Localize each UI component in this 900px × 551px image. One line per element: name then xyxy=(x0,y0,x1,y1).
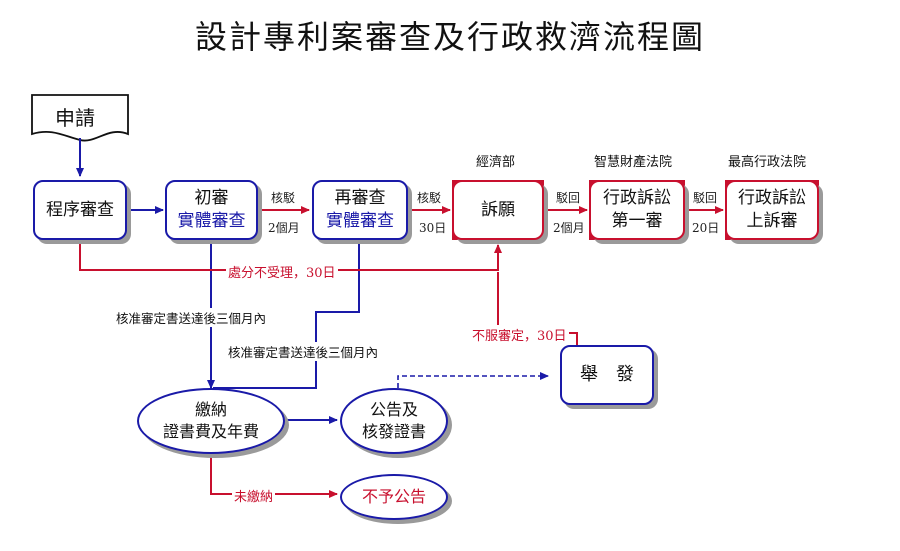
node-procedure-review: 程序審查 xyxy=(33,180,127,240)
page-title: 設計專利案審查及行政救濟流程圖 xyxy=(194,18,705,56)
node-announce: 公告及 核發證書 xyxy=(340,388,448,454)
node-admin1-line2: 第一審 xyxy=(611,211,663,231)
label-not-accepted: 處分不受理，30日 xyxy=(226,262,338,281)
arrow-re-to-pay xyxy=(213,240,360,389)
label-reject1: 核駁 xyxy=(271,191,296,205)
label-reject2: 核駁 xyxy=(417,191,442,205)
node-no-announce: 不予公告 xyxy=(340,474,448,520)
node-report-label: 舉 發 xyxy=(580,363,634,385)
node-pay-line1: 繳納 xyxy=(194,400,227,420)
label-objection: 不服審定，30日 xyxy=(470,325,569,344)
node-no-announce-label: 不予公告 xyxy=(361,487,426,507)
label-dismiss2: 駁回 xyxy=(693,191,718,205)
node-admin1-line1: 行政訴訟 xyxy=(603,188,671,209)
label-dismiss1: 駁回 xyxy=(556,191,581,205)
court-ip: 智慧財產法院 xyxy=(594,155,673,170)
label-months2-b: 2個月 xyxy=(553,221,585,235)
node-report: 舉 發 xyxy=(560,345,654,405)
label-approve2: 核准審定書送達後三個月內 xyxy=(228,342,379,361)
node-announce-line2: 核發證書 xyxy=(361,422,426,441)
node-re-line1: 再審查 xyxy=(334,188,386,209)
court-supreme-admin: 最高行政法院 xyxy=(728,155,807,170)
label-days30: 30日 xyxy=(419,221,447,235)
node-pay-fees: 繳納 證書費及年費 xyxy=(137,388,285,454)
arrow-announce-to-report xyxy=(397,372,549,388)
node-re-review: 再審查 實體審查 xyxy=(312,180,408,240)
node-first-line1: 初審 xyxy=(194,188,229,209)
node-first-review: 初審 實體審查 xyxy=(165,180,258,240)
node-admin-appeal: 行政訴訟 上訴審 xyxy=(725,180,819,240)
label-months2-a: 2個月 xyxy=(268,221,300,235)
node-appeal-label: 訴願 xyxy=(481,199,515,220)
node-appeal: 訴願 xyxy=(452,180,544,240)
label-approve1: 核准審定書送達後三個月內 xyxy=(116,308,267,327)
node-re-line2: 實體審查 xyxy=(326,211,394,231)
node-pay-line2: 證書費及年費 xyxy=(162,422,259,441)
arrow-pay-to-no-announce xyxy=(210,453,338,498)
node-first-line2: 實體審查 xyxy=(177,211,246,231)
node-admin-first: 行政訴訟 第一審 xyxy=(589,180,685,240)
label-unpaid: 未繳納 xyxy=(232,486,276,505)
node-announce-line1: 公告及 xyxy=(369,400,418,420)
court-moea: 經濟部 xyxy=(476,155,516,170)
label-days20: 20日 xyxy=(692,221,720,235)
node-apply-label: 申請 xyxy=(55,106,95,130)
node-procedure-label: 程序審查 xyxy=(46,199,114,220)
node-admin2-line2: 上訴審 xyxy=(746,211,798,231)
node-admin2-line1: 行政訴訟 xyxy=(738,188,806,209)
